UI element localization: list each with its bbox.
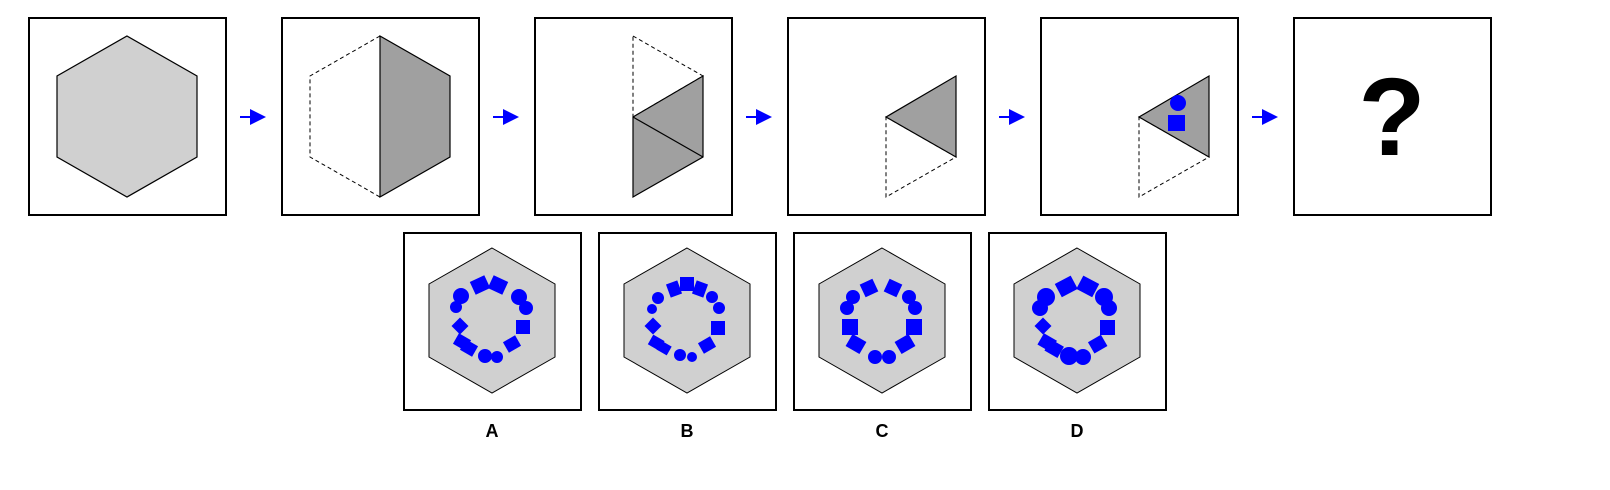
- option-label: C: [876, 421, 889, 441]
- hexagon-shape: [623, 247, 751, 394]
- folded-away-outline: [885, 116, 958, 198]
- hole-ring-icon: [1032, 275, 1117, 365]
- panel-frame: [1293, 17, 1492, 216]
- panel-fold-half: [281, 17, 480, 216]
- option-d[interactable]: D: [988, 232, 1167, 441]
- panel-full-hexagon: [28, 17, 227, 216]
- question-mark: ?: [1358, 56, 1425, 179]
- circle-hole-icon: [1170, 95, 1186, 111]
- hole-ring-icon: [450, 275, 533, 363]
- panel-fold-quarter: [534, 17, 733, 216]
- option-label: B: [681, 421, 694, 441]
- option-c[interactable]: C: [793, 232, 972, 441]
- option-b[interactable]: B: [598, 232, 777, 441]
- half-hexagon-shape: [379, 34, 451, 199]
- option-label: A: [486, 421, 499, 441]
- hole-ring-icon: [840, 278, 922, 364]
- hexagon-shape: [56, 35, 198, 198]
- sixth-triangle-shape: [884, 74, 957, 159]
- hexagon-shape: [1013, 247, 1141, 394]
- hexagon-shape: [428, 247, 556, 394]
- fold-line: [632, 116, 704, 158]
- folded-away-outline: [1138, 116, 1211, 198]
- option-label: D: [1071, 421, 1084, 441]
- hexagon-shape: [818, 247, 946, 394]
- square-hole-icon: [1168, 115, 1185, 131]
- hole-ring-icon: [644, 277, 725, 362]
- panel-question: ?: [1293, 17, 1492, 216]
- option-a[interactable]: A: [403, 232, 582, 441]
- panel-punch-holes: [1040, 17, 1239, 216]
- panel-fold-sixth: [787, 17, 986, 216]
